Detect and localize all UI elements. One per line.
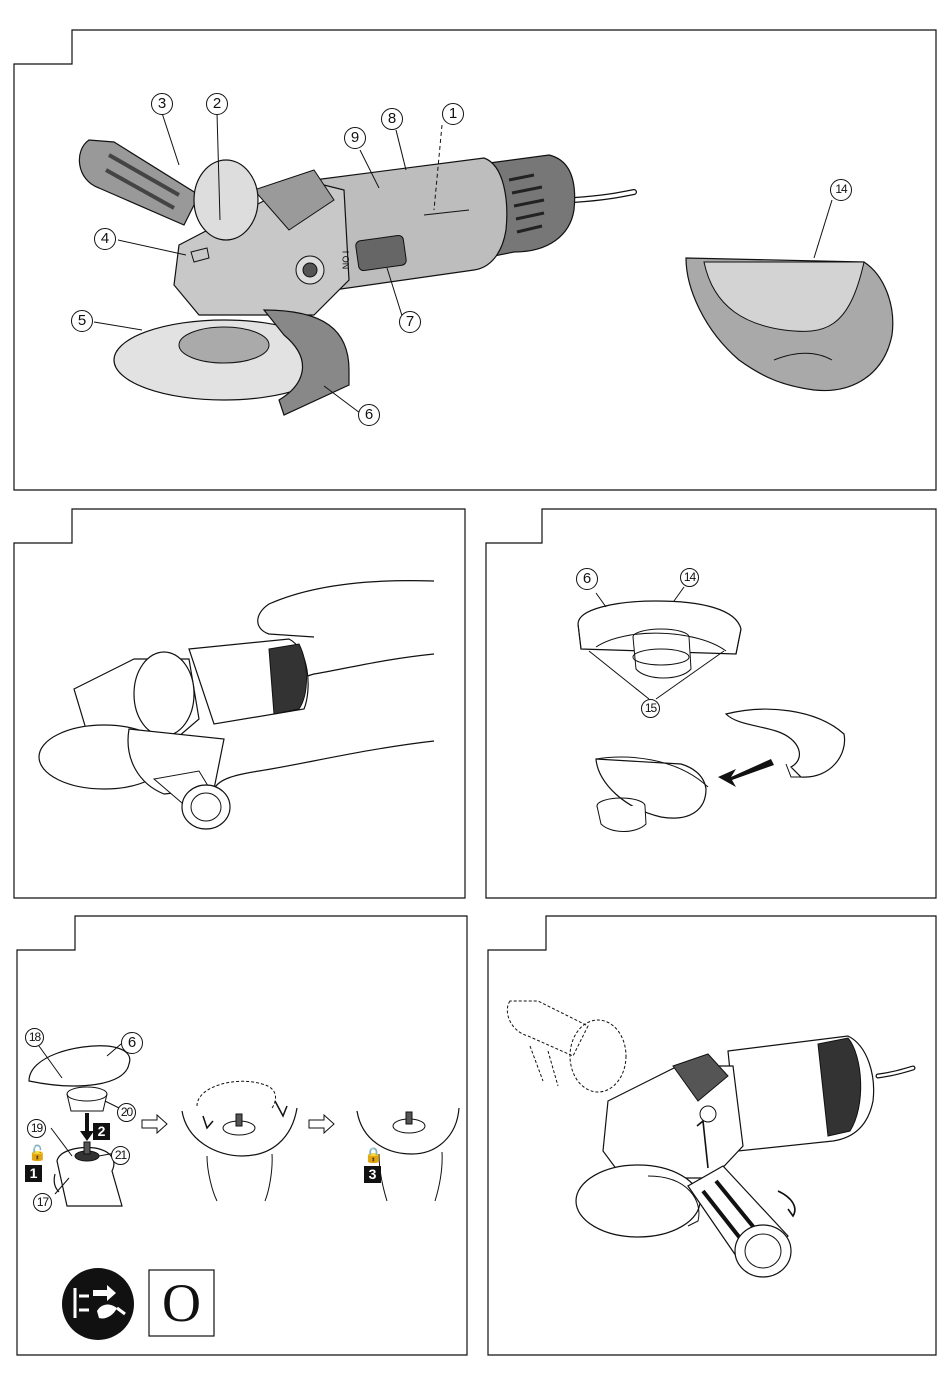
callout-17: 17 bbox=[33, 1193, 52, 1212]
callout-18: 18 bbox=[25, 1028, 44, 1047]
callout-6: 6 bbox=[576, 568, 598, 590]
callout-21: 21 bbox=[111, 1146, 130, 1165]
callout-15: 15 bbox=[641, 699, 660, 718]
figure-2-panel bbox=[14, 509, 465, 898]
figure-2-drawing bbox=[14, 509, 465, 898]
callout-9: 9 bbox=[344, 127, 366, 149]
callout-7: 7 bbox=[399, 311, 421, 333]
figure-4-panel: 18 6 19 20 21 17 1 2 3 🔓 🔒 O bbox=[17, 916, 467, 1355]
step-1-marker: 1 bbox=[25, 1165, 42, 1182]
callout-6: 6 bbox=[121, 1032, 143, 1054]
switch-on-label: I ON bbox=[340, 251, 350, 270]
callout-6: 6 bbox=[358, 404, 380, 426]
step-2-marker: 2 bbox=[93, 1123, 110, 1140]
step-3-marker: 3 bbox=[364, 1166, 381, 1183]
figure-4-drawing bbox=[17, 916, 467, 1355]
callout-5: 5 bbox=[71, 310, 93, 332]
callout-1: 1 bbox=[442, 103, 464, 125]
arrow-right-icon bbox=[309, 1115, 334, 1133]
lock-icon: 🔒 bbox=[364, 1146, 383, 1164]
arrow-right-icon bbox=[142, 1115, 167, 1133]
unlock-icon: 🔓 bbox=[28, 1144, 47, 1162]
callout-14: 14 bbox=[680, 568, 699, 587]
figure-5-panel bbox=[488, 916, 936, 1355]
callout-8: 8 bbox=[381, 108, 403, 130]
unplug-icon bbox=[62, 1268, 134, 1340]
off-position-symbol: O bbox=[149, 1271, 214, 1335]
callout-3: 3 bbox=[151, 93, 173, 115]
callout-2: 2 bbox=[206, 93, 228, 115]
figure-3-drawing bbox=[486, 509, 936, 898]
callout-14: 14 bbox=[830, 179, 852, 201]
figure-1-panel: 1 2 3 4 5 6 7 8 9 14 I ON bbox=[14, 30, 936, 490]
callout-20: 20 bbox=[117, 1103, 136, 1122]
figure-5-drawing bbox=[488, 916, 936, 1355]
callout-19: 19 bbox=[27, 1119, 46, 1138]
callout-4: 4 bbox=[94, 228, 116, 250]
figure-3-panel: 6 14 15 bbox=[486, 509, 936, 898]
